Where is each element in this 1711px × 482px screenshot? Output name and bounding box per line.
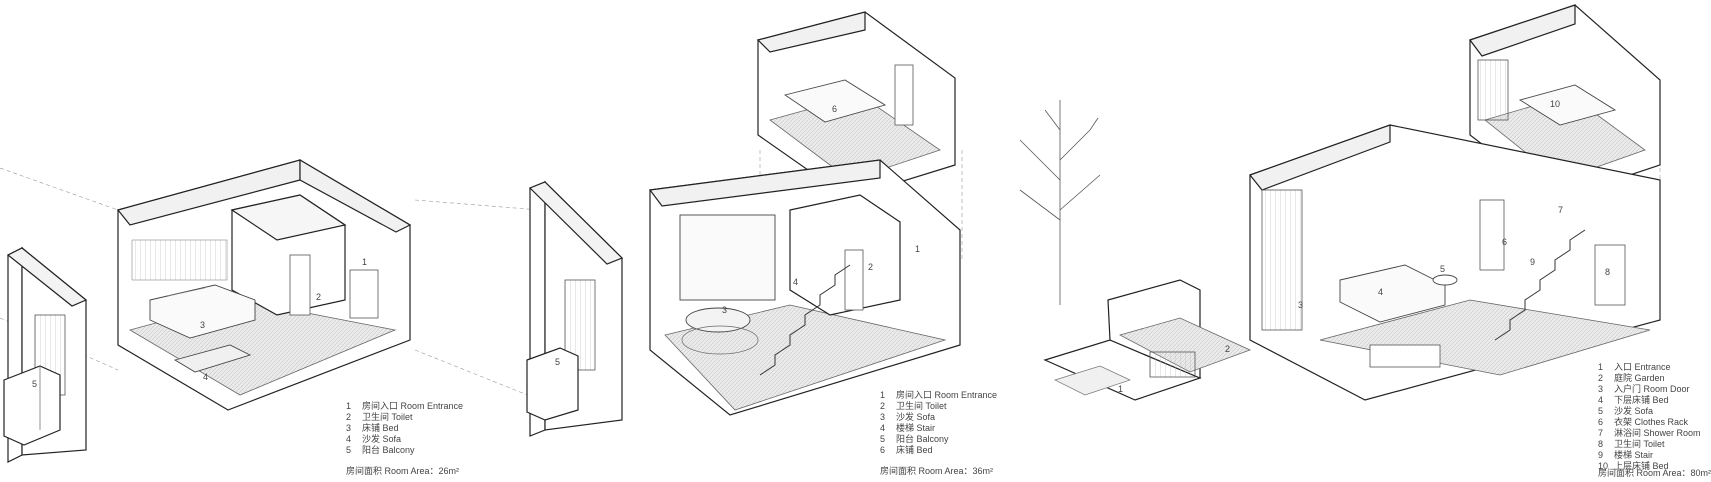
unit-36-markers: 1 2 3 4 5 6 xyxy=(555,104,920,367)
room-area-80: 房间面积 Room Area：80m² xyxy=(1598,468,1711,478)
upper-bed-box-36 xyxy=(756,11,956,199)
unit-36-drawing: 1 2 3 4 5 6 xyxy=(414,11,963,437)
marker-3: 3 xyxy=(722,305,727,315)
marker-5: 5 xyxy=(555,357,560,367)
balcony-wall-26 xyxy=(3,246,88,463)
marker-4: 4 xyxy=(1378,287,1383,297)
marker-9: 9 xyxy=(1530,257,1535,267)
marker-8: 8 xyxy=(1605,267,1610,277)
marker-2: 2 xyxy=(868,262,873,272)
marker-2: 2 xyxy=(1225,344,1230,354)
marker-1: 1 xyxy=(915,244,920,254)
marker-1: 1 xyxy=(1118,384,1123,394)
marker-7: 7 xyxy=(1558,205,1563,215)
room-shell-36 xyxy=(648,159,961,416)
guide-lines xyxy=(414,150,963,401)
marker-2: 2 xyxy=(316,292,321,302)
balcony-wall-36 xyxy=(526,180,624,437)
room-area-26: 房间面积 Room Area：26m² xyxy=(346,466,460,476)
marker-4: 4 xyxy=(793,277,798,287)
room-shell-80 xyxy=(1249,124,1661,401)
garden-area xyxy=(1043,279,1252,401)
room-shell-26 xyxy=(116,158,412,411)
unit-26-drawing: 5 3 2 1 4 xyxy=(0,158,412,463)
unit-80-drawing: 1 2 3 4 5 6 7 8 9 10 xyxy=(1019,4,1661,401)
marker-5: 5 xyxy=(32,379,37,389)
marker-1: 1 xyxy=(362,257,367,267)
unit-26-markers: 5 3 2 1 4 xyxy=(32,257,367,389)
marker-3: 3 xyxy=(200,320,205,330)
marker-3: 3 xyxy=(1298,300,1303,310)
marker-6: 6 xyxy=(1502,237,1507,247)
marker-4: 4 xyxy=(203,372,208,382)
tree xyxy=(1019,100,1101,305)
unit-80-markers: 1 2 3 4 5 6 7 8 9 10 xyxy=(1118,99,1610,394)
marker-6: 6 xyxy=(832,104,837,114)
marker-5: 5 xyxy=(1440,264,1445,274)
room-area-36: 房间面积 Room Area：36m² xyxy=(880,466,994,476)
marker-10: 10 xyxy=(1550,99,1560,109)
